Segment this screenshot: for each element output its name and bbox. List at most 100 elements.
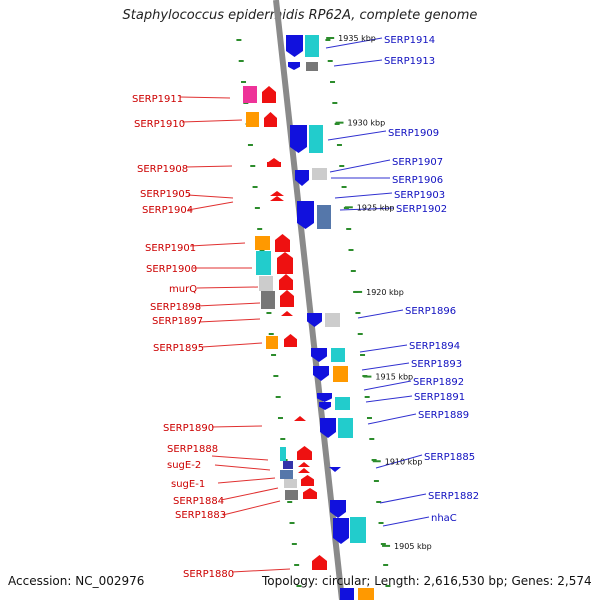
gene-label-right: SERP1903: [394, 190, 445, 201]
gene-label-right: SERP1889: [418, 410, 469, 421]
scale-label: 1925 kbp: [357, 203, 395, 212]
gene-label-right: SERP1902: [396, 204, 447, 215]
leader-line: [363, 380, 412, 391]
gene-triangle: [267, 158, 281, 163]
leader-line: [359, 344, 408, 353]
gene-triangle: [281, 311, 293, 316]
gene-box: [335, 397, 350, 410]
leader-line: [327, 130, 387, 141]
gene-arrow-up: [264, 112, 277, 127]
leader-line: [189, 242, 246, 247]
gene-arrow-down: [295, 170, 309, 186]
gene-label-right: SERP1885: [424, 452, 475, 463]
gene-label-left: SERP1908: [137, 164, 188, 175]
gene-box: [285, 490, 298, 500]
gene-label-right: SERP1909: [388, 128, 439, 139]
gene-label-left: SERP1880: [183, 569, 234, 580]
leader-line: [222, 500, 281, 516]
gene-box: [243, 86, 257, 103]
gene-arrow-down: [333, 518, 349, 544]
gene-box: [350, 517, 366, 543]
gene-label-left: SERP1904: [142, 205, 193, 216]
gene-arrow-down: [307, 313, 322, 327]
gene-box: [340, 588, 354, 600]
gene-box: [284, 479, 297, 488]
gene-label-right: SERP1892: [413, 377, 464, 388]
gene-label-left: sugE-1: [171, 479, 205, 490]
leader-line: [211, 455, 269, 461]
gene-label-right: nhaC: [431, 513, 457, 524]
genome-title: Staphylococcus epidermidis RP62A, comple…: [122, 8, 478, 23]
gene-label-right: SERP1896: [405, 306, 456, 317]
gene-triangle: [298, 468, 310, 473]
leader-line: [231, 568, 291, 573]
gene-arrow-up: [277, 252, 293, 274]
leader-line: [179, 96, 231, 99]
gene-label-left: SERP1901: [145, 243, 196, 254]
gene-label-right: SERP1894: [409, 341, 460, 352]
leader-line: [382, 516, 430, 527]
leader-line: [329, 159, 391, 173]
scale-label: 1905 kbp: [394, 542, 432, 551]
leader-line: [181, 119, 243, 123]
gene-label-left: SERP1905: [140, 189, 191, 200]
gene-label-right: SERP1882: [428, 491, 479, 502]
gene-label-left: SERP1898: [150, 302, 201, 313]
gene-label-right: SERP1907: [392, 157, 443, 168]
leader-line: [325, 37, 383, 49]
gene-box: [306, 62, 318, 71]
leader-line: [357, 309, 404, 319]
leader-line: [196, 286, 259, 289]
gene-arrow-up: [284, 334, 297, 347]
leader-line: [185, 165, 233, 168]
gene-arrow-down: [319, 402, 331, 410]
gene-arrow-up: [280, 290, 294, 307]
gene-label-left: SERP1883: [175, 510, 226, 521]
leader-line: [201, 342, 263, 348]
gene-label-left: SERP1888: [167, 444, 218, 455]
leader-line: [187, 194, 234, 199]
gene-labels: SERP1911SERP1910SERP1908SERP1905SERP1904…: [132, 35, 479, 580]
gene-box: [317, 205, 331, 229]
gene-box: [331, 348, 345, 362]
gene-box: [261, 291, 275, 309]
gene-arrow-up: [275, 234, 290, 252]
gene-arrow-down: [330, 500, 346, 518]
gene-arrow-up: [279, 274, 293, 290]
gene-label-right: SERP1906: [392, 175, 443, 186]
gene-box: [280, 470, 293, 479]
gene-arrow-up: [303, 488, 317, 499]
leader-line: [211, 425, 263, 428]
gene-label-left: sugE-2: [167, 460, 201, 471]
gene-box: [267, 162, 281, 167]
gene-box: [259, 276, 273, 291]
leader-line: [379, 493, 427, 504]
gene-box: [266, 336, 278, 349]
gene-label-right: SERP1893: [411, 359, 462, 370]
gene-triangle: [294, 416, 306, 421]
gene-box: [338, 418, 353, 438]
gene-label-left: SERP1895: [153, 343, 204, 354]
gene-arrow-down: [311, 348, 327, 362]
leader-line: [334, 192, 393, 199]
gene-box: [246, 112, 259, 127]
gene-label-left: SERP1897: [152, 316, 203, 327]
gene-box: [325, 313, 340, 327]
leader-line: [217, 477, 276, 484]
gene-label-right: SERP1913: [384, 56, 435, 67]
gene-label-left: SERP1884: [173, 496, 224, 507]
gene-label-left: SERP1900: [146, 264, 197, 275]
scale-label: 1910 kbp: [385, 457, 423, 466]
gene-arrow-down: [286, 35, 303, 57]
leader-line: [365, 395, 413, 403]
gene-triangle: [270, 191, 284, 196]
leader-line: [214, 464, 271, 471]
scale-label: 1915 kbp: [375, 373, 413, 382]
scale-label: 1935 kbp: [338, 34, 376, 43]
gene-arrow-up: [297, 446, 312, 460]
leader-lines: [179, 37, 430, 573]
gene-triangle: [270, 196, 284, 201]
leader-line: [339, 207, 395, 211]
